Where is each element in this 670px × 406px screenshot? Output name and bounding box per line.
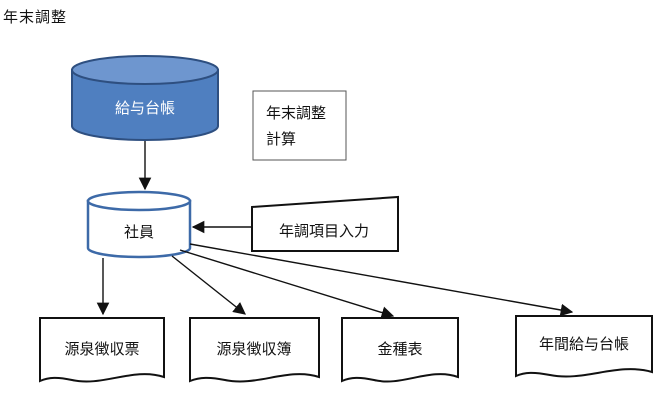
document-2-label: 源泉徴収簿 [216,340,291,358]
master-database: 給与台帳 [71,55,219,141]
employee-database-label: 社員 [124,223,154,241]
page-title: 年末調整 [3,8,68,26]
document-nenkan-kyuyo-daicho: 年間給与台帳 [515,315,653,378]
note-box: 年末調整 計算 [252,90,347,161]
manual-input-label: 年調項目入力 [279,222,369,240]
arrow-to-doc3 [179,249,395,319]
document-gensen-choshuhyo: 源泉徴収票 [39,317,165,383]
arrow-to-doc2 [171,255,246,315]
employee-database: 社員 [86,190,192,259]
document-kinshuhyo: 金種表 [341,317,459,383]
master-database-label: 給与台帳 [115,99,175,117]
note-line-2: 計算 [266,130,296,148]
document-1-label: 源泉徴収票 [64,340,139,358]
document-3-label: 金種表 [377,340,422,358]
document-gensen-choshubo: 源泉徴収簿 [189,317,320,383]
manual-input: 年調項目入力 [251,195,399,252]
arrow-to-doc4 [189,243,574,317]
note-line-1: 年末調整 [266,104,326,122]
document-4-label: 年間給与台帳 [539,335,629,353]
